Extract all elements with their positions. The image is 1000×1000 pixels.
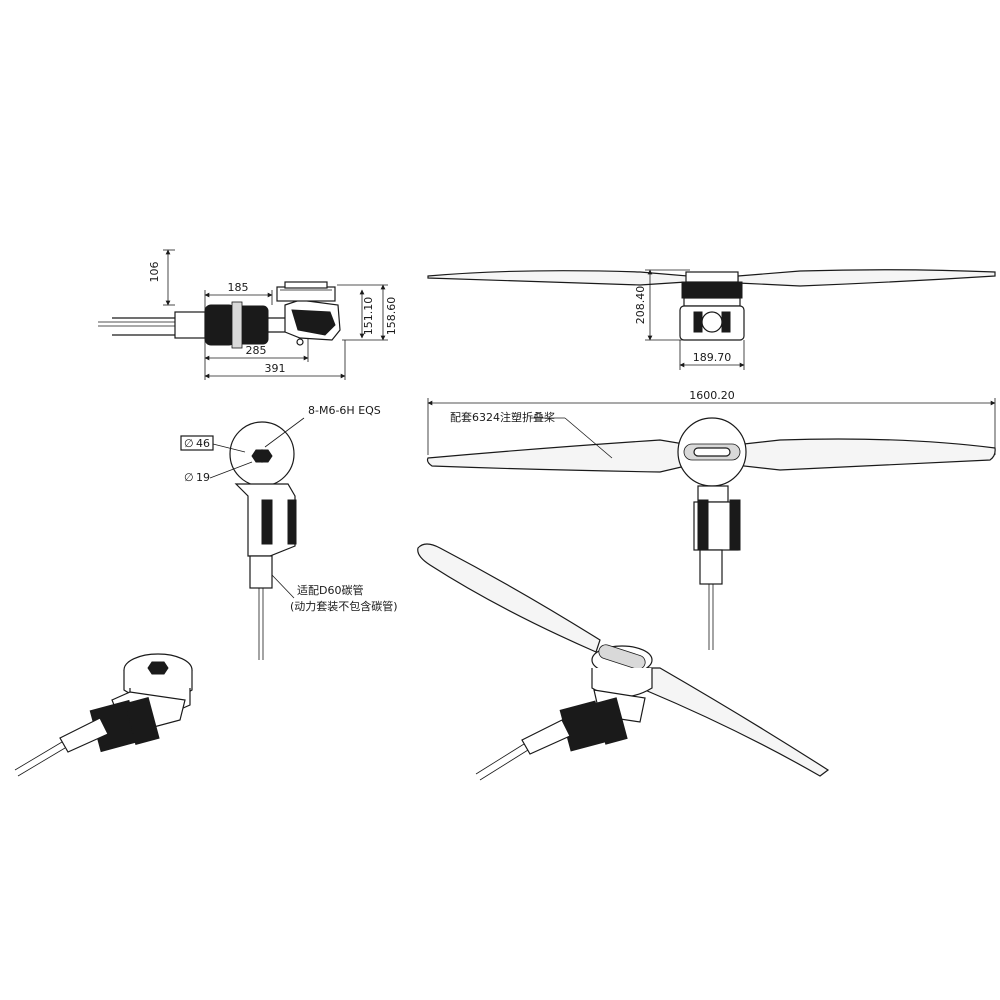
dim-1600: 1600.20 <box>689 389 735 402</box>
tube-fit-line2: (动力套装不包含碳管) <box>290 599 398 613</box>
dim-158: 158.60 <box>385 297 398 336</box>
tube-fit-line1: 适配D60碳管 <box>297 583 363 597</box>
dim-285: 285 <box>246 344 267 357</box>
dim-106: 106 <box>148 262 161 283</box>
isometric-motor <box>14 653 193 777</box>
dim-189: 189.70 <box>693 351 732 364</box>
diameter-symbol-46: ∅ <box>184 437 194 450</box>
top-view-motor: 8-M6-6H EQS ∅ 46 ∅ 19 适配D60碳管 (动力套装不包含碳管… <box>180 404 398 660</box>
front-view: 208.40 189.70 <box>427 269 996 370</box>
diameter-symbol-19: ∅ <box>184 471 194 484</box>
isometric-motor-propeller <box>417 543 830 781</box>
side-view: 106 185 285 391 151.10 158.60 <box>98 249 398 380</box>
dim-208: 208.40 <box>634 286 647 325</box>
top-view-propeller: 1600.20 配套6324注塑折叠桨 <box>426 389 996 650</box>
dim-19: 19 <box>196 471 210 484</box>
dim-46: 46 <box>196 437 210 450</box>
thread-spec: 8-M6-6H EQS <box>308 404 381 417</box>
propeller-label: 配套6324注塑折叠桨 <box>450 410 555 424</box>
dim-151: 151.10 <box>362 297 375 336</box>
dim-391: 391 <box>265 362 286 375</box>
dim-185: 185 <box>228 281 249 294</box>
